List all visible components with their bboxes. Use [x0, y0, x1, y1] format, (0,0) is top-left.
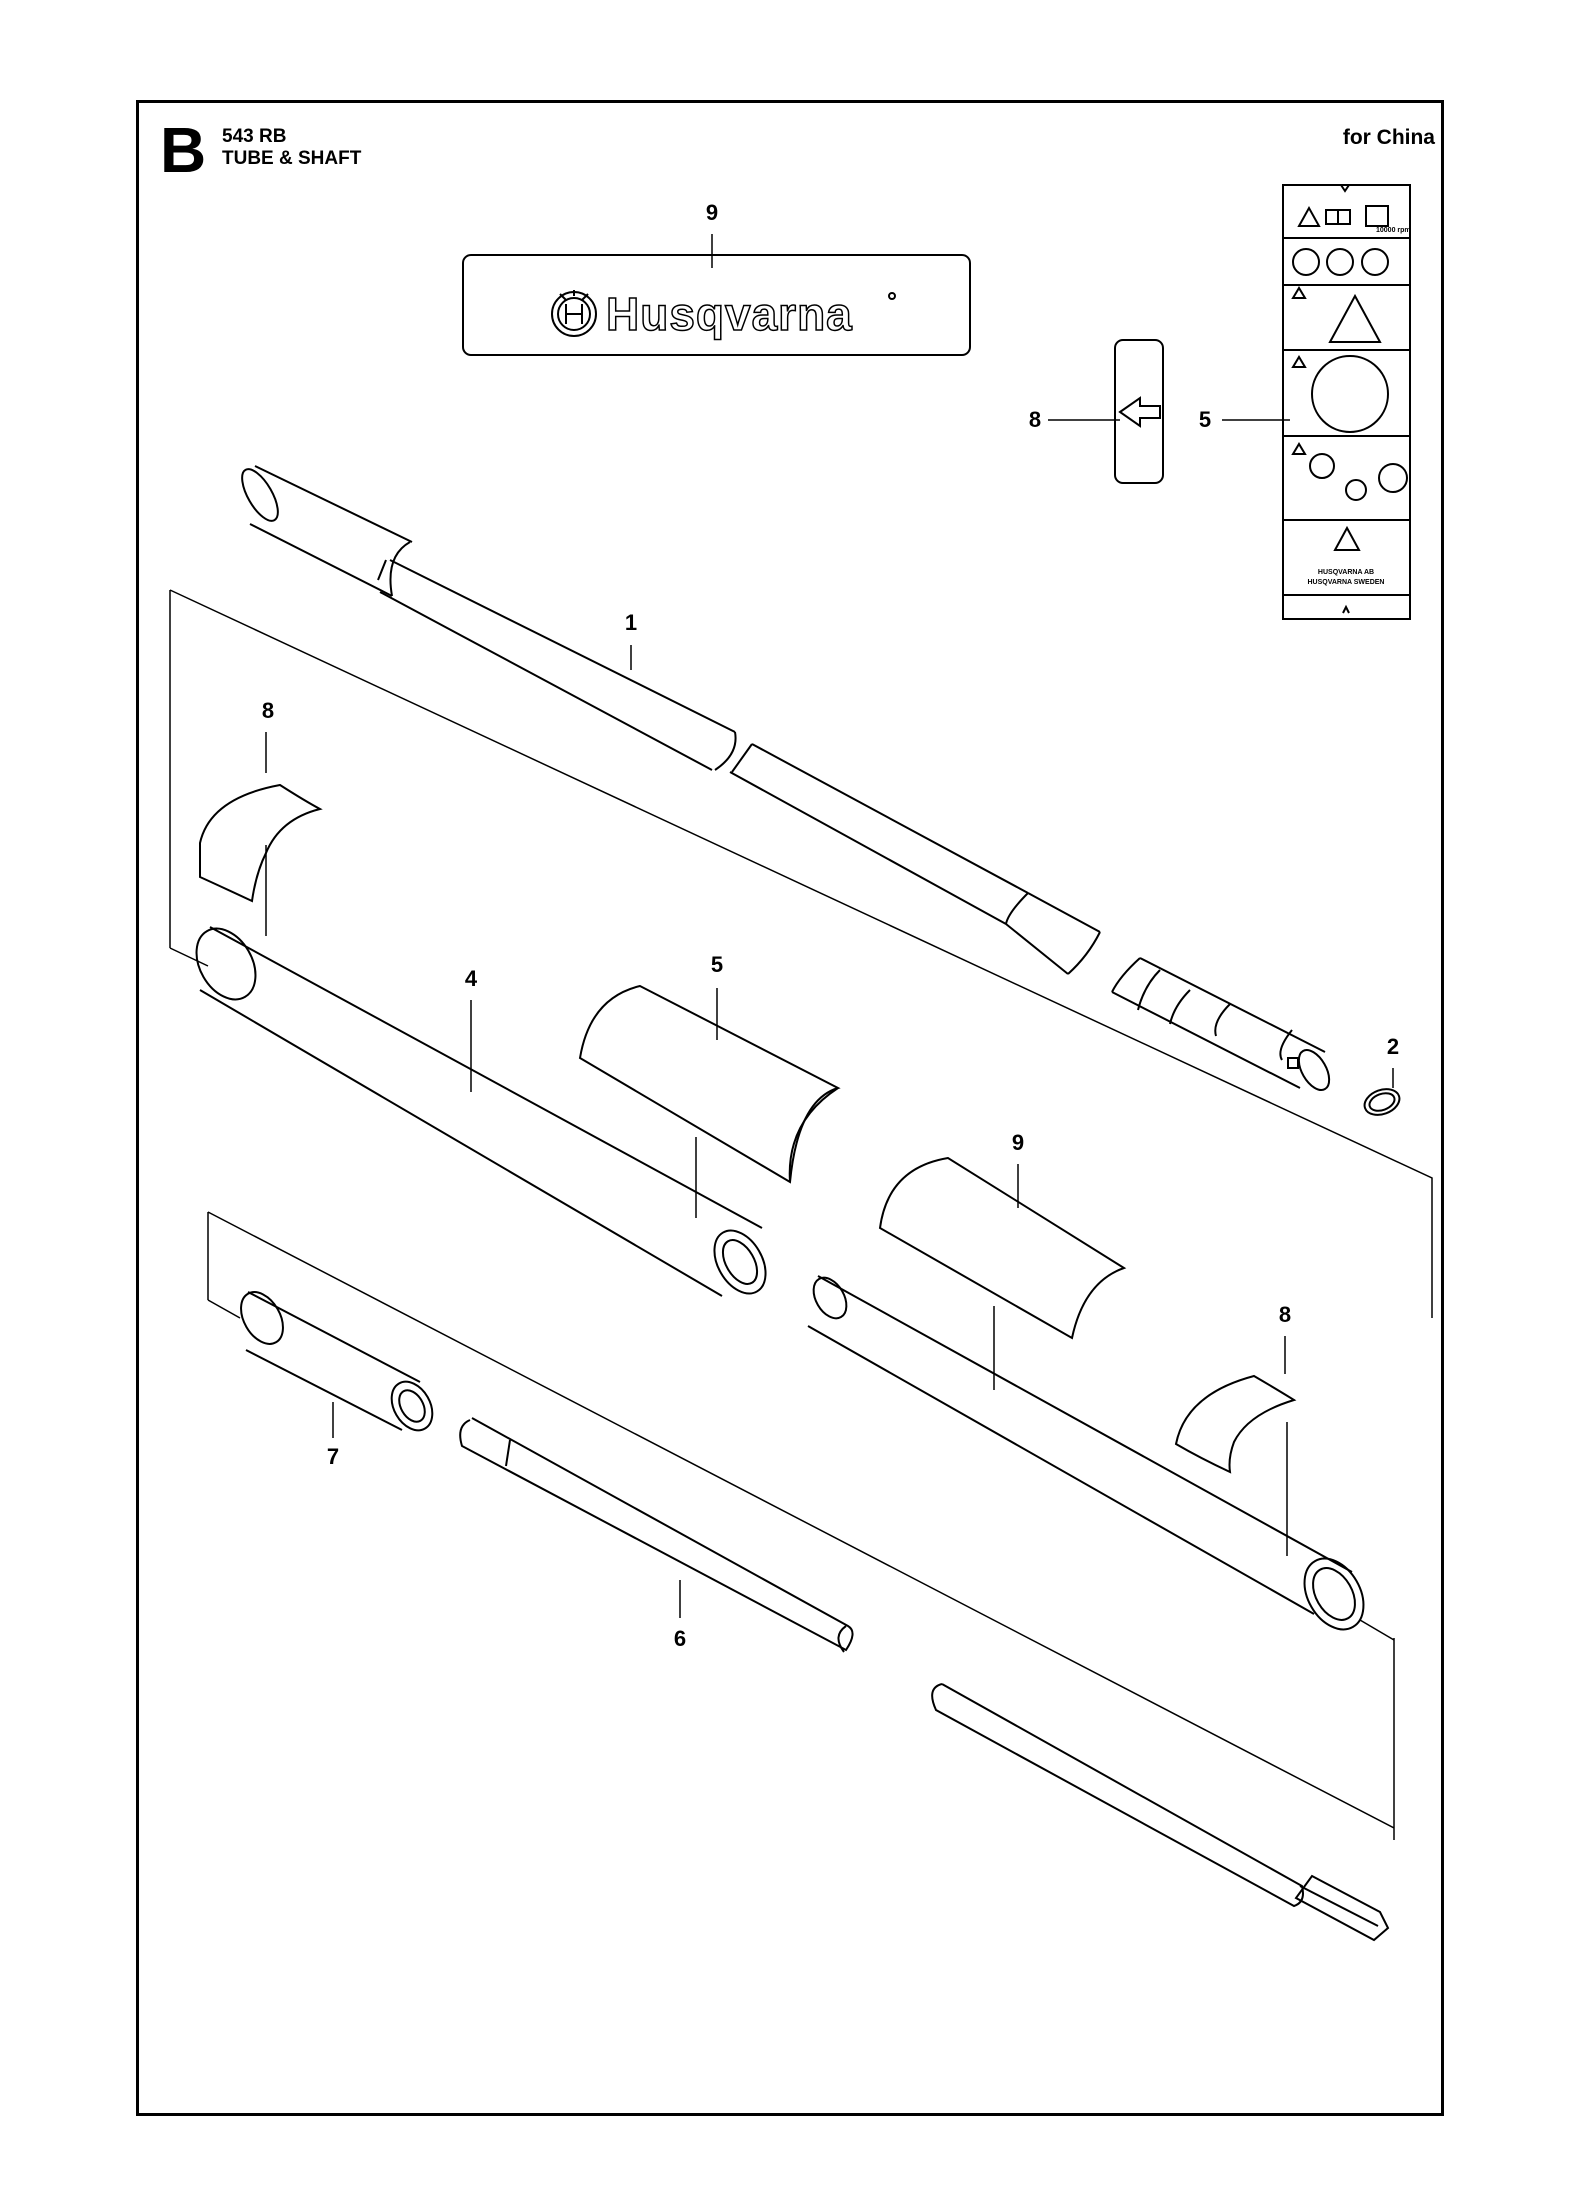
- drawing-frame: [136, 100, 1444, 2116]
- callout-4: 4: [465, 966, 478, 991]
- warning-triangle-icon: [1328, 293, 1382, 343]
- husqvarna-logo-icon: [551, 290, 597, 337]
- callout-8-left: 8: [262, 698, 274, 723]
- label-country: HUSQVARNA SWEDEN: [1307, 579, 1384, 586]
- brand-text: Husqvarna: [606, 288, 853, 340]
- warning-triangle-icon: [1297, 205, 1321, 227]
- callout-5-mid: 5: [711, 952, 723, 977]
- part-8-decal-sleeve-right: [1174, 1374, 1297, 1474]
- model-title: 543 RB TUBE & SHAFT: [222, 126, 361, 170]
- market-label: for China: [1342, 126, 1435, 149]
- label-company: HUSQVARNA AB: [1318, 569, 1374, 576]
- manual-book-icon: [1325, 209, 1351, 225]
- part-4-outer-tube: [195, 926, 1365, 1631]
- callout-8-right: 8: [1279, 1302, 1291, 1327]
- model-number: 543 RB: [222, 126, 287, 147]
- part-1-shaft-tube: [241, 465, 1331, 1091]
- leader-lines: [265, 234, 1394, 1618]
- callout-6: 6: [674, 1626, 686, 1651]
- section-letter: B: [160, 114, 207, 186]
- boot-icon: [1361, 248, 1389, 276]
- arrow-left-icon: [1118, 396, 1161, 428]
- part-6-drive-shaft: [459, 1417, 1390, 1942]
- assembly-guide-lines: [169, 589, 1433, 1840]
- part-8-decal-sleeve: [199, 783, 323, 903]
- callout-9-top: 9: [706, 200, 718, 225]
- part-5-decal-sleeve: [578, 984, 841, 1184]
- callout-1: 1: [625, 610, 637, 635]
- part-2-o-ring: [1363, 1088, 1401, 1116]
- assembly-title: TUBE & SHAFT: [222, 147, 362, 169]
- arrow-decal: [1114, 339, 1164, 484]
- callout-2: 2: [1387, 1034, 1399, 1059]
- gloves-icon: [1326, 248, 1354, 276]
- rpm-text: 10000 rpm: [1376, 227, 1411, 234]
- callout-5-top: 5: [1199, 407, 1211, 432]
- callout-9-mid: 9: [1012, 1130, 1024, 1155]
- helmet-icon: [1292, 248, 1320, 276]
- part-7-bushing: [240, 1291, 434, 1432]
- warning-label: 10000 rpm HUSQVARNA AB HUSQVARNA SWEDEN: [1282, 184, 1411, 620]
- husqvarna-decal: Husqvarna: [462, 254, 971, 356]
- callout-7: 7: [327, 1444, 339, 1469]
- callout-8-top: 8: [1029, 407, 1041, 432]
- part-9-decal-sleeve: [878, 1156, 1127, 1340]
